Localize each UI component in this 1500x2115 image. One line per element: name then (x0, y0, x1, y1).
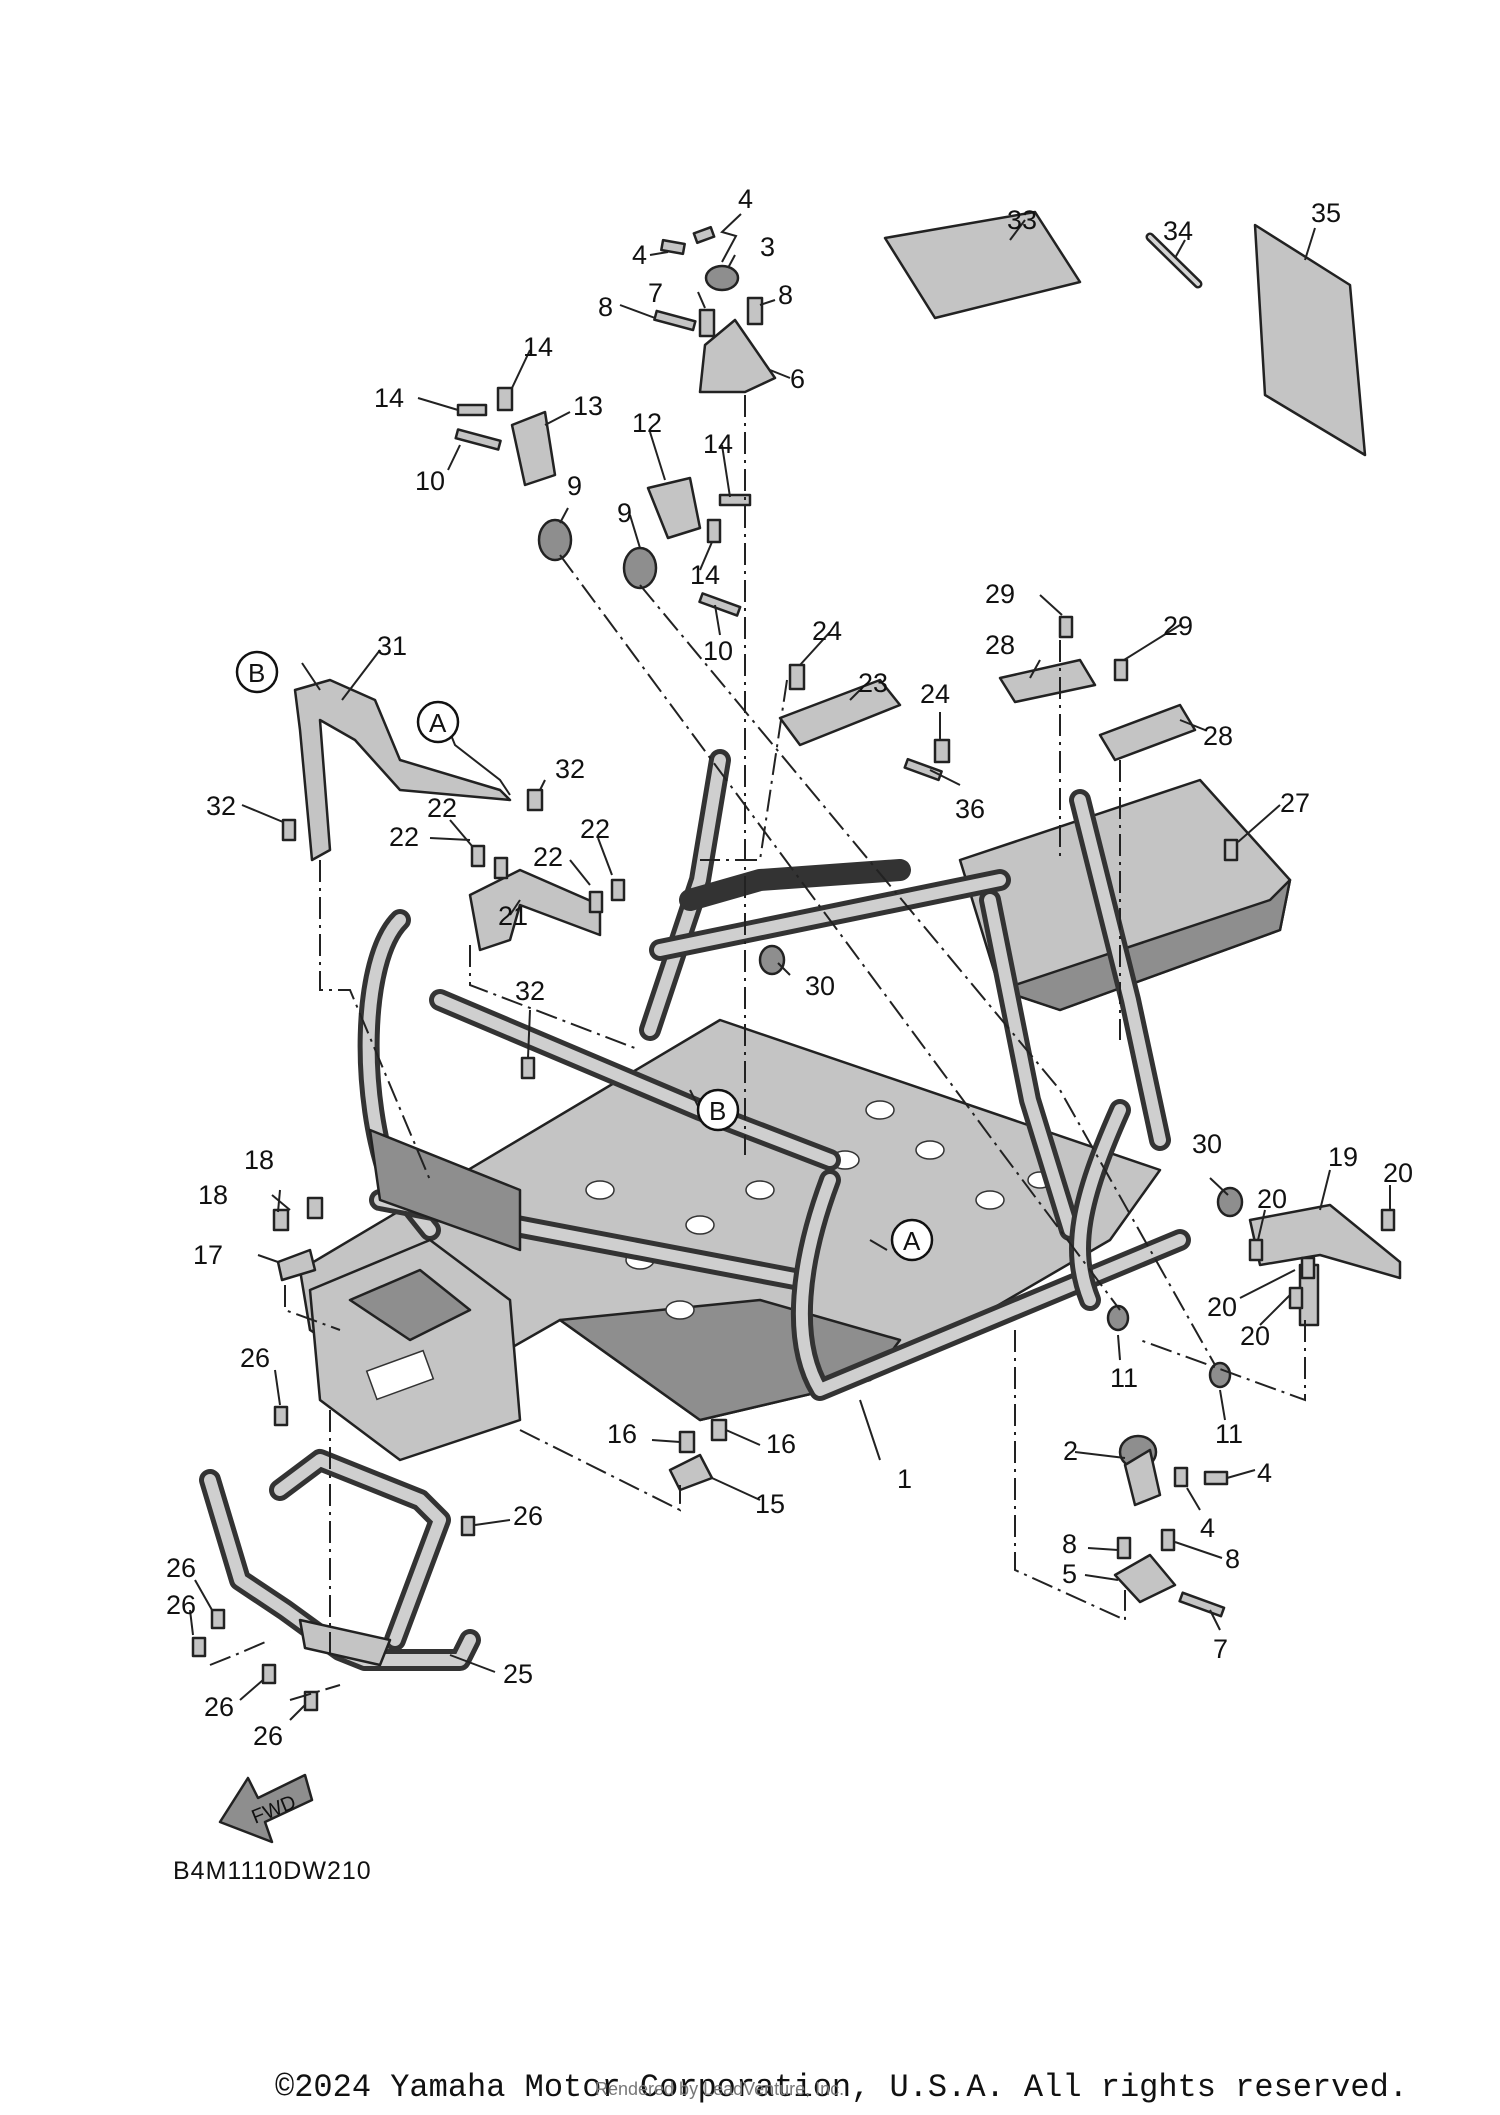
svg-text:A: A (429, 708, 447, 738)
callout-27: 27 (1280, 788, 1310, 818)
callout-26: 26 (204, 1692, 234, 1722)
callout-17: 17 (193, 1240, 223, 1270)
callout-11: 11 (1215, 1419, 1243, 1449)
callout-16: 16 (766, 1429, 796, 1459)
svg-text:B: B (709, 1096, 726, 1126)
fwd-arrow: FWD (218, 1773, 314, 1844)
callout-26: 26 (513, 1501, 543, 1531)
callout-8: 8 (598, 292, 613, 322)
ref-b-lower: B (696, 1088, 740, 1132)
callout-4: 4 (1200, 1513, 1215, 1543)
callout-30: 30 (805, 971, 835, 1001)
rendered-by-notice: Rendered by LeadVenture, Inc. (595, 2079, 845, 2099)
callout-35: 35 (1311, 198, 1341, 228)
callout-15: 15 (755, 1489, 785, 1519)
callout-32: 32 (206, 791, 236, 821)
callout-33: 33 (1007, 205, 1037, 235)
callout-24: 24 (812, 616, 842, 646)
ref-a-lower: A (890, 1218, 934, 1262)
callout-26: 26 (166, 1590, 196, 1620)
leader-lines (189, 213, 1391, 1721)
callout-22: 22 (389, 822, 419, 852)
callout-23: 23 (858, 668, 888, 698)
callout-5: 5 (1062, 1559, 1077, 1589)
callout-4: 4 (632, 240, 647, 270)
callout-12: 12 (632, 408, 662, 438)
main-frame (298, 749, 1292, 1462)
callout-34: 34 (1163, 216, 1193, 246)
copyright-notice: ©2024 Yamaha Motor Corporation, U.S.A. A… (275, 2069, 1408, 2106)
callout-26: 26 (166, 1553, 196, 1583)
callout-21: 21 (498, 901, 528, 931)
callout-3: 3 (760, 232, 775, 262)
callout-11: 11 (1110, 1363, 1138, 1393)
callout-22: 22 (580, 814, 610, 844)
callout-9: 9 (617, 498, 632, 528)
callout-20: 20 (1383, 1158, 1413, 1188)
callout-7: 7 (1213, 1634, 1228, 1664)
callout-9: 9 (567, 471, 582, 501)
callout-36: 36 (955, 794, 985, 824)
reference-markers: B A B A (235, 650, 934, 1262)
svg-text:B: B (248, 658, 265, 688)
callout-8: 8 (1225, 1544, 1240, 1574)
callout-28: 28 (985, 630, 1015, 660)
callout-4: 4 (1257, 1458, 1272, 1488)
callout-numbers: 1 2 3 4 4 4 4 5 6 7 7 8 8 8 8 9 9 10 10 … (166, 184, 1413, 1751)
callout-22: 22 (533, 842, 563, 872)
diagram-code: B4M1110DW210 (173, 1857, 372, 1885)
callout-20: 20 (1240, 1321, 1270, 1351)
callout-18: 18 (198, 1180, 228, 1210)
ref-a-upper: A (416, 700, 460, 744)
callout-4: 4 (738, 184, 753, 214)
callout-14: 14 (703, 429, 733, 459)
callout-10: 10 (703, 636, 733, 666)
callout-29: 29 (1163, 611, 1193, 641)
callout-14: 14 (374, 383, 404, 413)
callout-2: 2 (1063, 1436, 1078, 1466)
callout-28: 28 (1203, 721, 1233, 751)
callout-24: 24 (920, 679, 950, 709)
callout-22: 22 (427, 793, 457, 823)
callout-7: 7 (648, 278, 663, 308)
callout-32: 32 (555, 754, 585, 784)
callout-26: 26 (253, 1721, 283, 1751)
ref-b-upper: B (235, 650, 279, 694)
callout-6: 6 (790, 364, 805, 394)
small-parts: FWD (191, 210, 1402, 1844)
callout-8: 8 (1062, 1529, 1077, 1559)
callout-20: 20 (1207, 1292, 1237, 1322)
callout-26: 26 (240, 1343, 270, 1373)
callout-19: 19 (1328, 1142, 1358, 1172)
callout-10: 10 (415, 466, 445, 496)
callout-30: 30 (1192, 1129, 1222, 1159)
callout-31: 31 (377, 631, 407, 661)
callout-13: 13 (573, 391, 603, 421)
callout-32: 32 (515, 976, 545, 1006)
callout-16: 16 (607, 1419, 637, 1449)
callout-20: 20 (1257, 1184, 1287, 1214)
callout-14: 14 (523, 332, 553, 362)
callout-29: 29 (985, 579, 1015, 609)
callout-18: 18 (244, 1145, 274, 1175)
callout-14: 14 (690, 560, 720, 590)
svg-text:A: A (903, 1226, 921, 1256)
callout-25: 25 (503, 1659, 533, 1689)
callout-1: 1 (897, 1464, 912, 1494)
callout-8: 8 (778, 280, 793, 310)
